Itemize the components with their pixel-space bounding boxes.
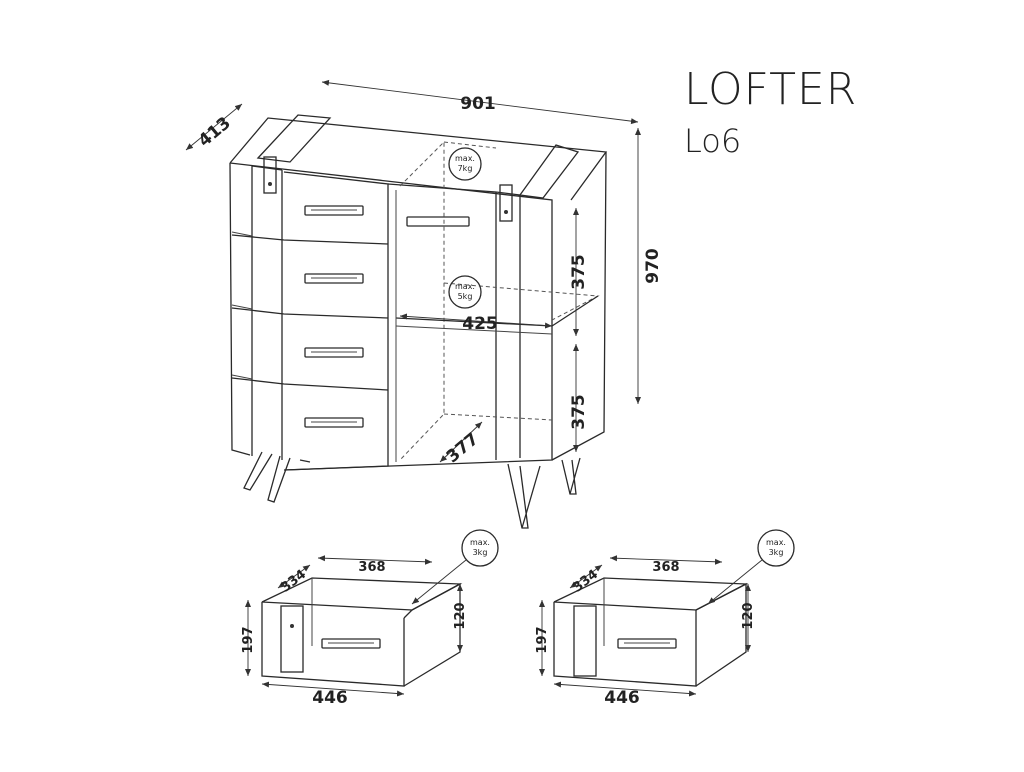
drawer-right-inner-height: 120 xyxy=(741,602,756,629)
drawer-right-drawing: 368 334 120 197 446 max. 3kg xyxy=(535,529,795,708)
door-handle xyxy=(406,216,470,227)
dim-shelf-top: 375 xyxy=(569,254,589,290)
right-strap-buckle xyxy=(499,184,513,222)
open-compartment xyxy=(387,140,600,462)
load-top-line1: max. xyxy=(455,154,475,163)
cabinet-legs xyxy=(243,451,581,529)
drawer-right-side-panel xyxy=(573,605,597,677)
left-strap-rivet xyxy=(268,182,272,186)
drawer-handle-2 xyxy=(304,273,364,284)
cabinet-top-edge xyxy=(229,117,608,201)
left-top-strap xyxy=(256,114,332,163)
load-top-line2: 7kg xyxy=(458,164,473,173)
cabinet-left-side xyxy=(229,162,251,456)
drawer-right-front-width: 446 xyxy=(604,688,640,708)
drawer-left-inner-width: 368 xyxy=(358,560,385,575)
dim-depth: 413 xyxy=(195,113,235,151)
load-bubble-top: max. 7kg xyxy=(448,147,482,181)
load-shelf-line2: 5kg xyxy=(458,292,473,301)
drawer-left-handle xyxy=(321,638,381,649)
drawer-left-front-height: 197 xyxy=(241,626,256,653)
drawer-left-drawing: 368 334 120 197 446 max. 3kg xyxy=(241,529,499,708)
load-shelf-line1: max. xyxy=(455,282,475,291)
main-dimensions: 901 413 970 375 375 425 377 xyxy=(185,79,663,467)
right-strap-column xyxy=(495,191,521,460)
dim-shelf-bottom: 375 xyxy=(569,394,589,430)
product-name: LOFTER xyxy=(684,64,858,115)
cabinet-drawing: max. 7kg max. 5kg xyxy=(229,114,608,529)
cabinet-right-back xyxy=(551,151,607,461)
left-strap-column xyxy=(251,165,283,460)
drawer-handle-4 xyxy=(304,417,364,428)
product-code: Lo6 xyxy=(684,122,742,160)
drawer-left-front-width: 446 xyxy=(312,688,348,708)
dim-shelf-depth: 377 xyxy=(443,429,483,467)
drawer-right-load-bubble xyxy=(757,529,795,567)
dim-shelf-width: 425 xyxy=(462,314,498,334)
drawer-handle-1 xyxy=(304,205,364,216)
drawer-right-load-line2: 3kg xyxy=(769,548,784,557)
drawer-handle-3 xyxy=(304,347,364,358)
dim-width: 901 xyxy=(460,94,496,114)
left-strap-buckle xyxy=(263,156,277,194)
drawer-right-load-line1: max. xyxy=(766,538,786,547)
right-top-strap xyxy=(518,144,580,199)
drawer-stack xyxy=(231,171,389,471)
right-strap-rivet xyxy=(504,210,508,214)
cabinet-front-outline xyxy=(229,162,553,471)
drawer-left-load-line2: 3kg xyxy=(473,548,488,557)
drawer-left-load-line1: max. xyxy=(470,538,490,547)
drawer-left-strap xyxy=(280,605,304,673)
drawer-right-handle xyxy=(617,638,677,649)
drawer-left-load-bubble xyxy=(461,529,499,567)
drawer-right-front-height: 197 xyxy=(535,626,550,653)
dim-height: 970 xyxy=(643,248,663,284)
load-bubble-shelf: max. 5kg xyxy=(448,275,482,309)
drawer-right-inner-width: 368 xyxy=(652,560,679,575)
drawer-left-inner-height: 120 xyxy=(453,602,468,629)
